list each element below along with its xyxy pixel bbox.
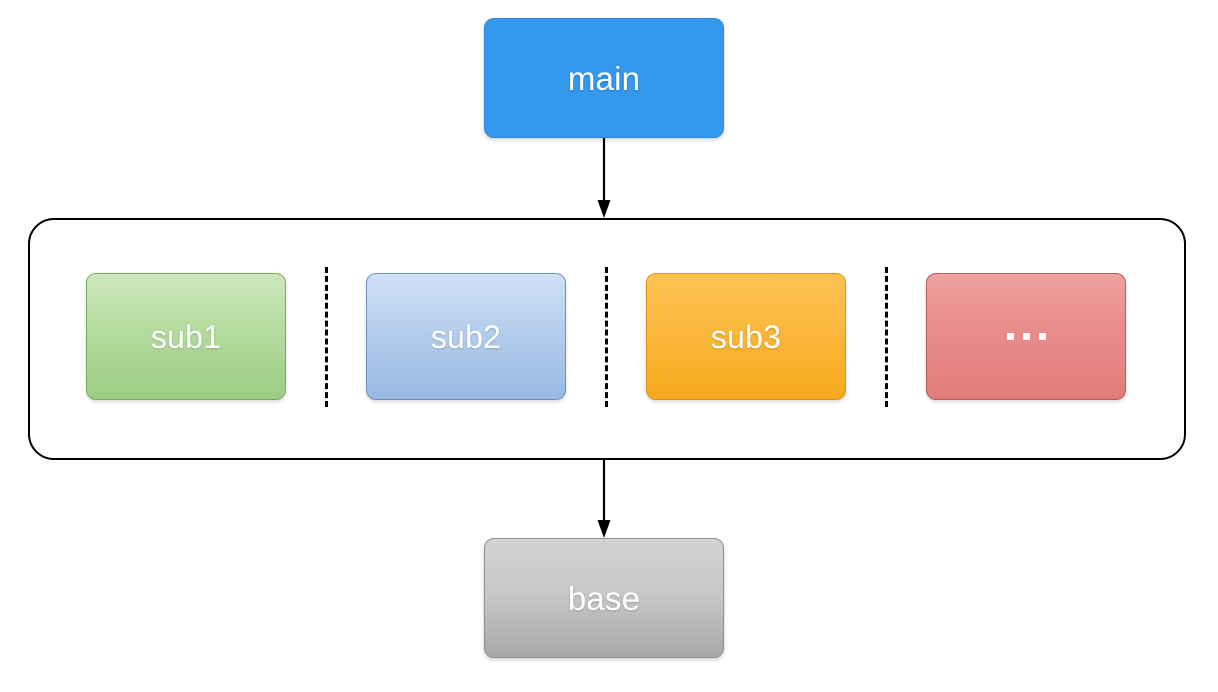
separator-dashed-2 [605, 267, 608, 407]
node-sub1[interactable]: sub1 [86, 273, 286, 400]
arrow-subgroup-to-base [597, 460, 611, 538]
node-sub2-label: sub2 [430, 318, 502, 355]
node-main-label: main [567, 59, 641, 97]
node-sub3[interactable]: sub3 [646, 273, 846, 400]
subgroup-container [28, 218, 1186, 460]
node-main[interactable]: main [484, 18, 724, 138]
node-sub1-label: sub1 [150, 318, 222, 355]
node-more[interactable]: ... [926, 273, 1126, 400]
separator-dashed-3 [885, 267, 888, 407]
node-base[interactable]: base [484, 538, 724, 658]
separator-dashed-1 [325, 267, 328, 407]
arrow-main-to-subgroup [597, 138, 611, 218]
ellipsis-icon [1006, 333, 1046, 340]
node-base-label: base [567, 579, 641, 617]
node-sub3-label: sub3 [710, 318, 782, 355]
node-sub2[interactable]: sub2 [366, 273, 566, 400]
